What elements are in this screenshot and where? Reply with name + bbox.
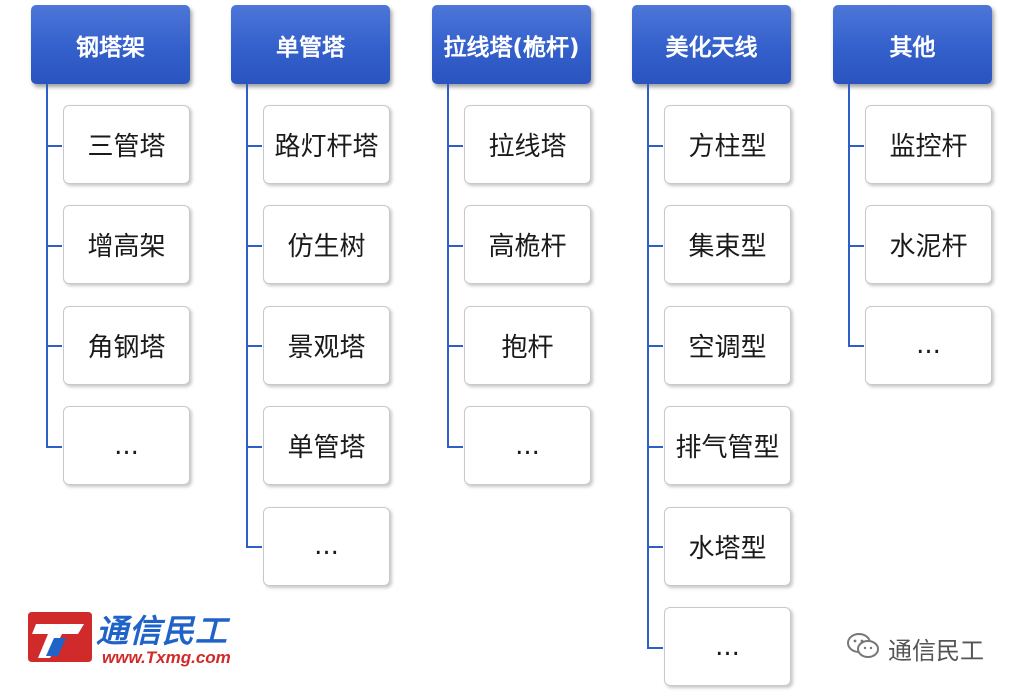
connector-branch	[447, 345, 463, 348]
subtype-box: 仿生树	[263, 205, 390, 285]
connector-line	[848, 84, 850, 347]
subtype-box: 水塔型	[664, 506, 791, 586]
subtype-box: 排气管型	[664, 406, 791, 486]
connector-line	[246, 84, 248, 548]
subtype-box: ...	[263, 506, 390, 586]
category-header-2: 单管塔	[231, 5, 390, 84]
connector-branch	[848, 244, 864, 247]
category-header-5: 其他	[833, 5, 992, 84]
connector-branch	[447, 144, 463, 147]
subtype-box: ...	[63, 406, 190, 486]
category-header-4: 美化天线	[632, 5, 791, 84]
connector-line	[447, 84, 449, 447]
connector-branch	[647, 546, 663, 549]
subtype-box: ...	[865, 305, 992, 385]
connector-branch	[647, 445, 663, 448]
connector-branch	[647, 144, 663, 147]
connector-branch	[848, 144, 864, 147]
subtype-box: 增高架	[63, 205, 190, 285]
subtype-box: 三管塔	[63, 105, 190, 184]
subtype-box: ...	[464, 406, 591, 486]
txmg-logo-mark-icon	[28, 612, 92, 662]
connector-branch	[246, 244, 262, 247]
category-header-3: 拉线塔(桅杆)	[432, 5, 591, 84]
connector-branch	[46, 445, 62, 448]
subtype-box: 抱杆	[464, 305, 591, 385]
logo-name: 通信民工	[96, 612, 229, 650]
connector-branch	[647, 646, 663, 649]
subtype-box: 监控杆	[865, 105, 992, 184]
subtype-box: 拉线塔	[464, 105, 591, 184]
logo-url: www.Txmg.com	[102, 648, 231, 667]
connector-line	[647, 84, 649, 648]
watermark-text: 通信民工	[888, 637, 984, 665]
subtype-box: 集束型	[664, 205, 791, 285]
connector-branch	[447, 445, 463, 448]
connector-branch	[246, 445, 262, 448]
wechat-icon	[847, 633, 879, 658]
connector-branch	[447, 244, 463, 247]
subtype-box: 方柱型	[664, 105, 791, 184]
connector-branch	[46, 244, 62, 247]
connector-branch	[848, 345, 864, 348]
connector-branch	[46, 144, 62, 147]
connector-line	[46, 84, 48, 447]
subtype-box: 高桅杆	[464, 205, 591, 285]
connector-branch	[46, 345, 62, 348]
txmg-logo: 通信民工 www.Txmg.com	[26, 606, 256, 672]
subtype-box: 单管塔	[263, 406, 390, 486]
subtype-box: 路灯杆塔	[263, 105, 390, 184]
connector-branch	[246, 345, 262, 348]
category-header-1: 钢塔架	[31, 5, 190, 84]
subtype-box: ...	[664, 607, 791, 686]
subtype-box: 水泥杆	[865, 205, 992, 285]
connector-branch	[647, 345, 663, 348]
connector-branch	[246, 144, 262, 147]
connector-branch	[647, 244, 663, 247]
connector-branch	[246, 546, 262, 549]
subtype-box: 角钢塔	[63, 305, 190, 385]
subtype-box: 空调型	[664, 305, 791, 385]
subtype-box: 景观塔	[263, 305, 390, 385]
